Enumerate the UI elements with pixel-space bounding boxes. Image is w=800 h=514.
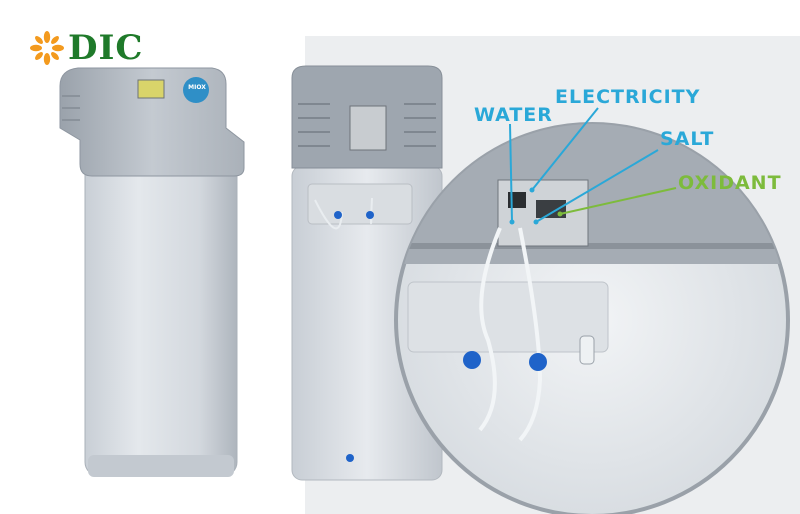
dic-sunburst-logo-icon — [30, 31, 64, 65]
miox-badge: MIOX — [188, 84, 206, 91]
front-unit — [59, 67, 245, 477]
callout-oxidant: OXIDANT — [678, 172, 782, 194]
callout-water: WATER — [474, 104, 553, 126]
callout-electricity: ELECTRICITY — [555, 86, 701, 108]
rear-unit — [291, 65, 443, 481]
logo-text: DIC — [68, 28, 144, 68]
callout-salt: SALT — [660, 128, 715, 150]
callout-lines — [509, 107, 677, 225]
dic-logo: DIC — [30, 28, 143, 68]
